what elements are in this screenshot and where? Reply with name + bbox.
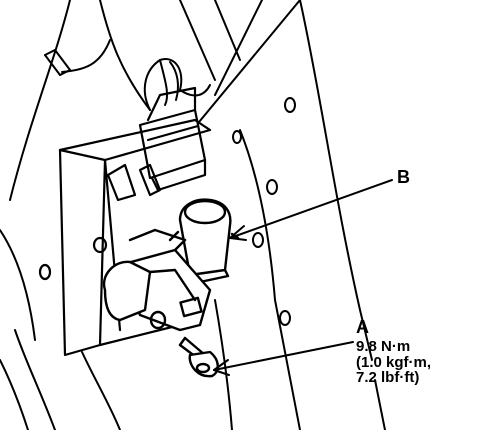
pillar-holes — [232, 97, 296, 326]
pillar — [179, 0, 386, 430]
wire-harness — [44, 39, 211, 111]
callout-a-label: A 9.8 N·m (1.0 kgf·m, 7.2 lbf·ft) — [356, 318, 431, 386]
torque-kgf: (1.0 kgf·m, — [356, 353, 432, 371]
upper-connector — [138, 86, 207, 192]
leader-lines — [213, 179, 393, 376]
torque-lbf: 7.2 lbf·ft) — [356, 369, 420, 387]
callout-a-letter: A — [356, 317, 369, 337]
bolt-a — [149, 310, 219, 378]
torque-nm: 9.8 N·m — [356, 337, 411, 355]
sensor-housing — [102, 228, 212, 332]
callout-b-label: B — [397, 167, 410, 187]
body-panel — [0, 0, 241, 430]
